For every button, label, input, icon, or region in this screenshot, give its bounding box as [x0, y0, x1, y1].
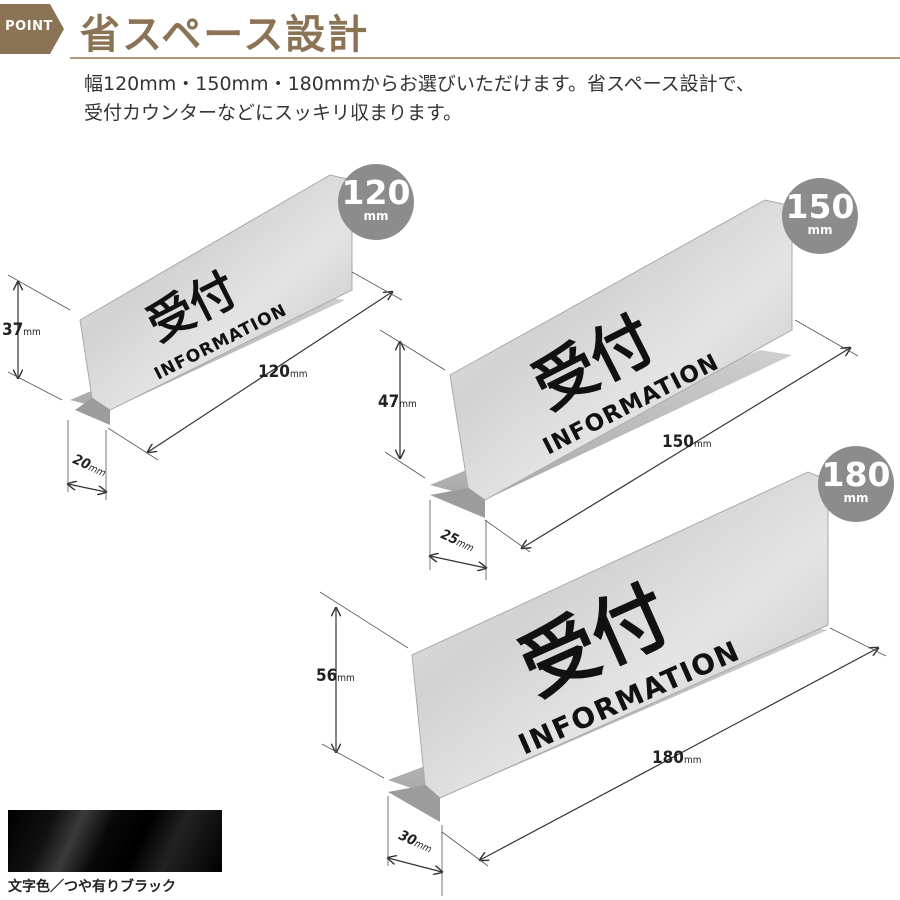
- sign-120-depth-line: [68, 484, 106, 492]
- sign-150-width-unit: mm: [693, 439, 712, 450]
- sign-150-height-ext-top: [379, 329, 446, 371]
- sign-150-depth-line: [430, 556, 486, 568]
- sign-150-width-label: 150mm: [662, 432, 711, 452]
- header-divider: [70, 57, 900, 59]
- size-badge-150-unit: mm: [807, 223, 833, 237]
- sign-120-width-label: 120mm: [258, 362, 307, 382]
- sign-120-width-unit: mm: [289, 369, 308, 380]
- description: 幅120mm・150mm・180mmからお選びいただけます。省スペース設計で、 …: [84, 70, 894, 128]
- sign-180-width-unit: mm: [683, 755, 702, 766]
- sign-180-width-ext-right: [829, 627, 887, 657]
- sign-180-height-unit: mm: [337, 673, 355, 684]
- sign-120-width-ext-right: [351, 271, 403, 301]
- sign-120-height-ext-bottom: [7, 371, 63, 401]
- sign-150-width-ext-right: [794, 319, 859, 357]
- sign-180-height-ext-top: [319, 591, 409, 649]
- size-badge-180: 180 mm: [818, 446, 894, 522]
- sign-150-width-line: [522, 348, 850, 548]
- size-badge-180-unit: mm: [843, 491, 869, 505]
- sign-180-depth-line: [388, 858, 442, 872]
- sign-180-width-line: [480, 648, 878, 860]
- sign-150-height-label: 47mm: [378, 392, 417, 412]
- sign-180-height-label: 56mm: [316, 666, 355, 686]
- sign-120-height-label: 37mm: [2, 320, 41, 340]
- size-badge-150: 150 mm: [782, 178, 858, 254]
- sign-150-foot: [430, 488, 485, 518]
- sign-120-width-ext-left: [107, 427, 159, 461]
- color-swatch-label: 文字色／つや有りブラック: [8, 879, 176, 895]
- size-badge-120: 120 mm: [338, 164, 414, 240]
- sign-180-height-value: 56: [316, 666, 338, 686]
- sign-180-width-value: 180: [652, 748, 684, 768]
- sign-120-width-value: 120: [258, 362, 290, 382]
- description-line-2: 受付カウンターなどにスッキリ収まります。: [84, 102, 463, 124]
- size-badge-120-number: 120: [341, 173, 411, 212]
- section-header: POINT 省スペース設計: [0, 0, 900, 62]
- sign-150-height-ext-bottom: [384, 451, 426, 479]
- description-line-1: 幅120mm・150mm・180mmからお選びいただけます。省スペース設計で、: [84, 73, 755, 95]
- sign-120-height-unit: mm: [23, 327, 41, 338]
- sign-180-foot: [388, 785, 440, 822]
- sign-180-width-label: 180mm: [652, 748, 701, 768]
- sign-120-foot: [75, 398, 110, 425]
- sign-150-height-unit: mm: [399, 399, 417, 410]
- point-badge-label: POINT: [5, 19, 53, 34]
- size-badge-150-number: 150: [785, 187, 855, 226]
- sign-120-width-line: [148, 292, 392, 452]
- sign-180-height-ext-bottom: [321, 743, 385, 779]
- page-title: 省スペース設計: [80, 12, 370, 58]
- sign-150-height-value: 47: [378, 392, 400, 412]
- size-badge-120-unit: mm: [363, 209, 389, 223]
- sign-180: 受付 INFORMATION: [319, 471, 887, 896]
- point-badge: POINT: [0, 4, 66, 54]
- sign-120: 受付 INFORMATION: [7, 174, 403, 500]
- sign-180-width-ext-left: [441, 831, 489, 867]
- sign-150-width-ext-left: [484, 519, 531, 553]
- sign-120-height-ext-top: [7, 274, 71, 311]
- sign-120-height-value: 37: [2, 320, 24, 340]
- point-badge-shape: [0, 4, 64, 54]
- color-swatch-glossy-black: [8, 810, 222, 872]
- sign-150-width-value: 150: [662, 432, 694, 452]
- size-badge-180-number: 180: [821, 455, 891, 494]
